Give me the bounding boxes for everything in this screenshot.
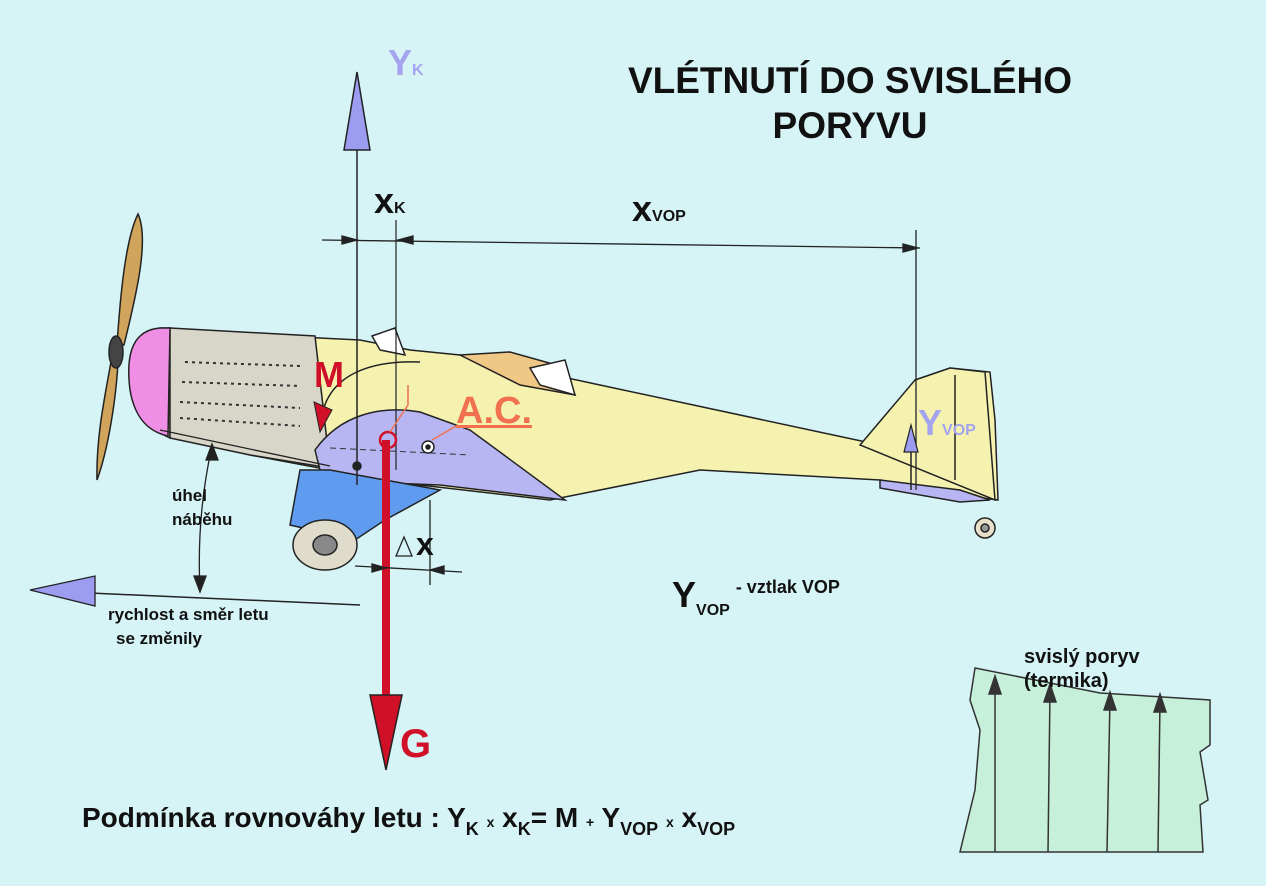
yvop-legend: YVOP - vztlak VOP (672, 574, 840, 619)
formula-prefix: Podmínka rovnováhy letu : Y (82, 802, 466, 833)
angle-of-attack-line1: úhel (172, 486, 207, 505)
formula-times1: x (486, 814, 495, 830)
gravity-arrow (369, 440, 403, 771)
gust-line2: (termika) (1024, 670, 1109, 692)
xvop-label-main: x (632, 188, 653, 229)
yvop-legend-sub: VOP (696, 602, 730, 619)
ac-label: A.C. (456, 390, 532, 432)
formula-eq: = M (530, 802, 579, 833)
gust-panel (959, 667, 1211, 853)
yvop-tail-sub: VOP (942, 422, 976, 439)
page-title: VLÉTNUTÍ DO SVISLÉHO PORYVU (627, 60, 1073, 146)
formula-sub-k1: K (465, 819, 479, 839)
cg-ac-markers (329, 385, 471, 471)
formula-x2: x (681, 802, 698, 833)
formula-times2: x (665, 814, 674, 830)
moment-label: M (314, 354, 344, 395)
formula-sub-k2: K (517, 819, 531, 839)
xk-label-sub: K (394, 200, 406, 217)
yvop-legend-text: - vztlak VOP (735, 577, 840, 597)
xvop-label: xVOP (632, 188, 686, 230)
formula-sub-vop1: VOP (620, 819, 659, 839)
formula-plus: + (585, 814, 595, 830)
yk-label-sub: K (412, 62, 424, 79)
yvop-tail-arrow (903, 422, 919, 490)
wing (289, 409, 568, 571)
propeller (96, 212, 144, 481)
gust-line1: svislý poryv (1024, 646, 1140, 668)
angle-of-attack-arc (159, 429, 331, 594)
xk-label: xK (374, 180, 406, 222)
fuselage (128, 327, 999, 539)
xk-label-main: x (374, 180, 395, 221)
yvop-tail-main: Y (918, 402, 943, 443)
speed-arrow (29, 575, 361, 607)
angle-of-attack-label: úhel náběhu (172, 484, 232, 532)
speed-line1: rychlost a směr letu (108, 605, 269, 624)
formula-x1: x (502, 802, 518, 833)
gust-label: svislý poryv (termika) (1024, 645, 1140, 693)
gravity-label: G (400, 722, 432, 766)
equilibrium-formula: Podmínka rovnováhy letu : YK x xK= M + Y… (82, 802, 735, 839)
xvop-label-sub: VOP (652, 208, 686, 225)
yvop-tail-label: YVOP (918, 402, 976, 444)
angle-of-attack-line2: náběhu (172, 510, 233, 529)
formula-y2: Y (601, 802, 621, 833)
yk-label: YK (388, 42, 424, 84)
yvop-legend-main: Y (672, 574, 697, 615)
delta-x-dimension (354, 500, 463, 585)
moment-arc (313, 361, 421, 434)
formula-sub-vop2: VOP (697, 819, 736, 839)
speed-label: rychlost a směr letu se změnily (108, 603, 269, 651)
gust-arrows (987, 673, 1168, 853)
cowling-louvers (179, 361, 301, 427)
yk-label-main: Y (388, 42, 413, 83)
delta-x-label: x (416, 526, 434, 562)
speed-line2: se změnily (116, 629, 202, 648)
yk-lift-arrow (343, 71, 371, 151)
